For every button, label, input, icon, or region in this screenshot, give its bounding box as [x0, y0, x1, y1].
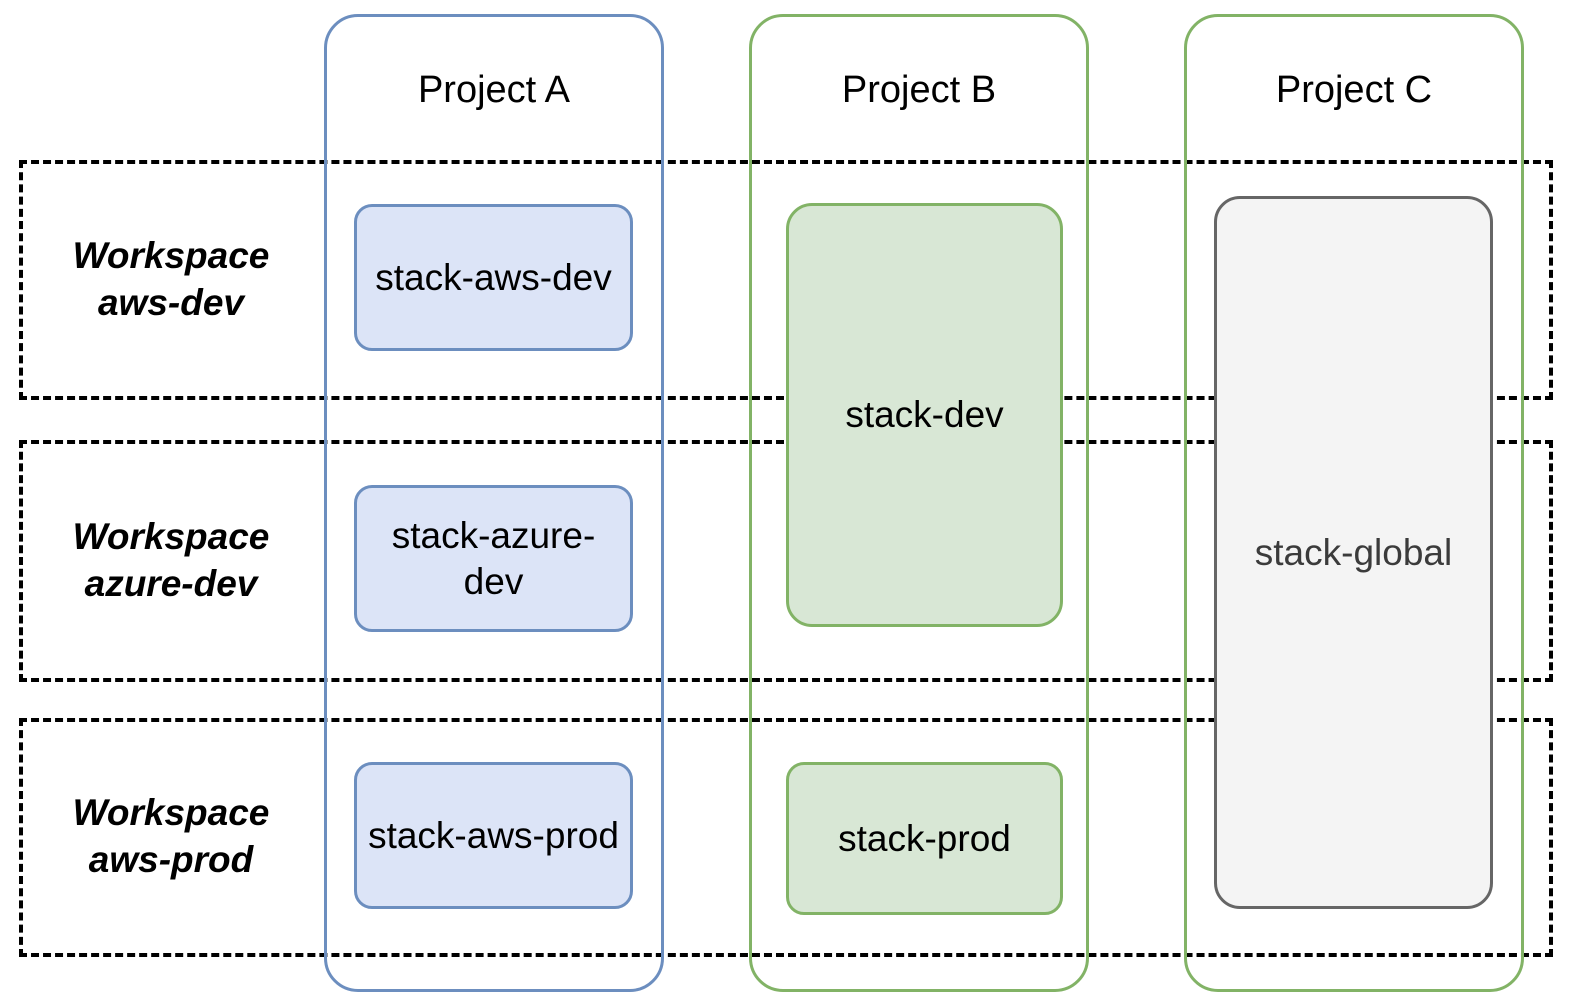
project-title-a: Project A — [417, 69, 571, 111]
project-container-c[interactable] — [1184, 14, 1524, 992]
workspace-label-aws-dev: Workspace aws-dev — [26, 232, 316, 327]
workspace-label-line2: aws-dev — [97, 282, 244, 324]
workspace-label-azure-dev: Workspace azure-dev — [26, 513, 316, 608]
workspace-row-aws-prod — [19, 718, 1553, 957]
stack-box-stack-aws-prod[interactable]: stack-aws-prod — [354, 762, 633, 909]
workspace-label-line2: azure-dev — [84, 563, 258, 605]
project-title-b: Project B — [841, 69, 997, 111]
workspace-label-line2: aws-prod — [88, 839, 254, 881]
workspace-label-line1: Workspace — [72, 516, 270, 557]
stack-box-stack-dev[interactable]: stack-dev — [786, 203, 1063, 627]
workspace-label-line1: Workspace — [72, 792, 270, 833]
project-container-a[interactable] — [324, 14, 664, 992]
stack-box-stack-aws-dev[interactable]: stack-aws-dev — [354, 204, 633, 351]
stack-box-stack-global[interactable]: stack-global — [1214, 196, 1493, 909]
stack-box-stack-azure-dev[interactable]: stack-azure-dev — [354, 485, 633, 632]
project-container-b[interactable] — [749, 14, 1089, 992]
project-title-c: Project C — [1275, 69, 1433, 111]
workspace-label-line1: Workspace — [72, 235, 270, 276]
stack-box-stack-prod[interactable]: stack-prod — [786, 762, 1063, 915]
workspace-label-aws-prod: Workspace aws-prod — [26, 789, 316, 884]
